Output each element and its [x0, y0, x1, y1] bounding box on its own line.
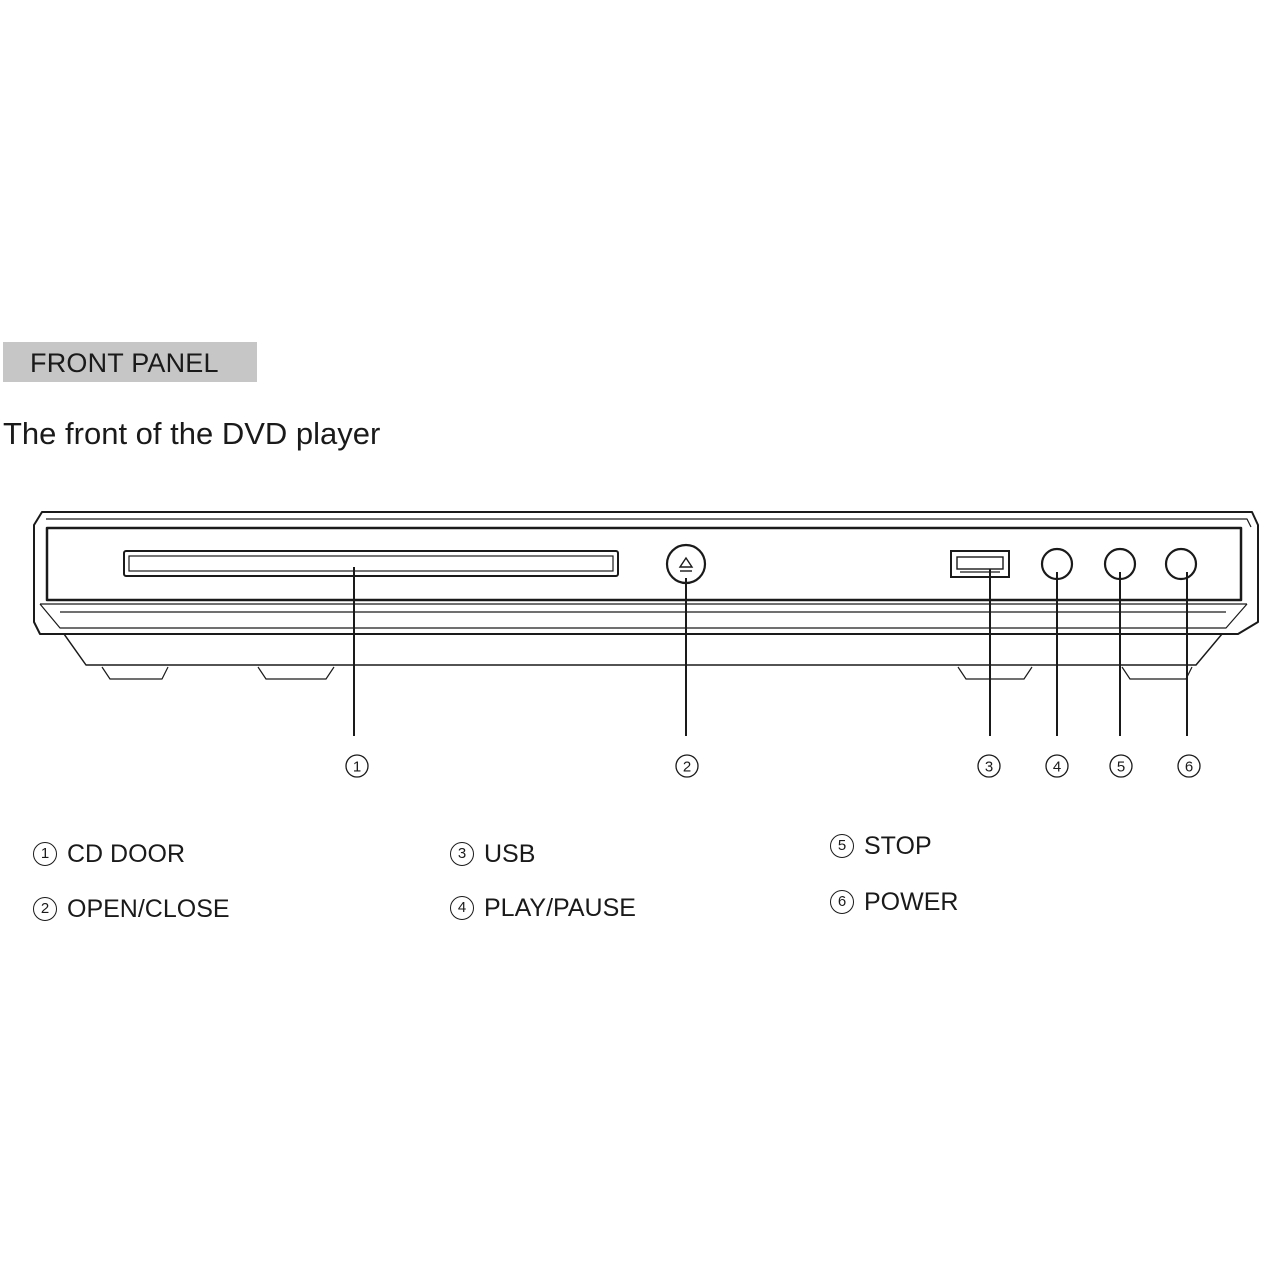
callout-1-number: 1: [353, 759, 361, 776]
callout-markers: [345, 754, 1201, 778]
legend-item-usb: 3 USB: [450, 839, 535, 869]
callout-numbers: 1 2 3 4 5 6: [353, 759, 1193, 776]
legend-label: STOP: [864, 832, 932, 860]
legend-item-stop: 5 STOP: [830, 831, 932, 861]
legend-item-play-pause: 4 PLAY/PAUSE: [450, 893, 636, 923]
legend-number: 2: [33, 897, 57, 921]
legend-number: 4: [450, 896, 474, 920]
callout-6: [1177, 754, 1201, 778]
disc-tray-slot: [123, 550, 619, 577]
legend-label: CD DOOR: [67, 840, 186, 868]
callout-4: [1045, 754, 1069, 778]
legend-label: PLAY/PAUSE: [484, 894, 636, 922]
power-button-icon: [1164, 547, 1198, 581]
legend-label: OPEN/CLOSE: [67, 895, 230, 923]
usb-port-icon: [950, 550, 1010, 578]
callout-4-number: 4: [1053, 759, 1061, 776]
legend-number: 5: [830, 834, 854, 858]
legend-item-power: 6 POWER: [830, 887, 958, 917]
callout-3-number: 3: [985, 759, 993, 776]
eject-button-icon: [665, 543, 707, 585]
callout-5: [1109, 754, 1133, 778]
dvd-player-body: [33, 511, 1259, 680]
callout-2: [675, 754, 699, 778]
legend-number: 6: [830, 890, 854, 914]
legend-label: USB: [484, 840, 536, 868]
callout-3: [977, 754, 1001, 778]
legend-item-cd-door: 1 CD DOOR: [33, 839, 185, 869]
legend-label: POWER: [864, 888, 959, 916]
legend-number: 1: [33, 842, 57, 866]
leader-lines: [353, 567, 1188, 736]
callout-1: [345, 754, 369, 778]
legend-number: 3: [450, 842, 474, 866]
callout-5-number: 5: [1117, 759, 1125, 776]
diagram-subtitle: The front of the DVD player: [3, 416, 381, 451]
callout-6-number: 6: [1185, 759, 1193, 776]
callout-2-number: 2: [683, 759, 691, 776]
section-tag: FRONT PANEL: [3, 342, 257, 382]
legend-item-open-close: 2 OPEN/CLOSE: [33, 894, 230, 924]
